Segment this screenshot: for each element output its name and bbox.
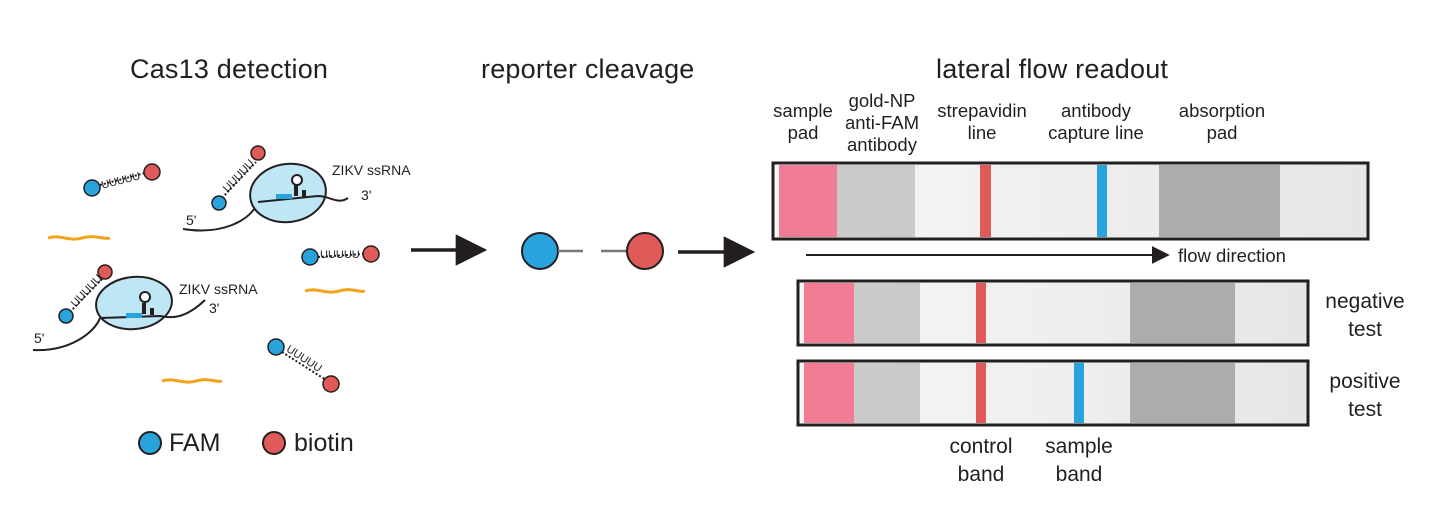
label-reporter-seq: UUUUU: [320, 249, 360, 261]
reporter-free-3: [267, 338, 340, 393]
lateral-flow-strip: [771, 161, 1370, 241]
rna-squiggle: [47, 235, 111, 241]
label-sample-band: sample band: [1045, 435, 1113, 486]
label-control-band: control band: [949, 435, 1013, 486]
label-3prime-top: 3': [361, 187, 372, 203]
label-strepavidin-line: strepavidin line: [937, 100, 1027, 143]
reporter-bound-bottom: [58, 264, 113, 324]
label-absorption-pad: absorption pad: [1178, 100, 1266, 143]
cleaved-reporter: [521, 232, 664, 270]
rna-squiggle: [161, 378, 223, 384]
heading-cas13-detection: Cas13 detection: [130, 54, 329, 84]
label-sample-pad: sample pad: [773, 100, 833, 143]
fam-legend-dot: [138, 431, 162, 455]
cas13-complex-bottom: [32, 275, 206, 352]
biotin-legend-dot: [262, 431, 286, 455]
heading-lateral-flow-readout: lateral flow readout: [936, 54, 1169, 84]
reporter-free-2: [301, 245, 380, 266]
label-5prime-bottom: 5': [34, 330, 45, 346]
reporter-free-1: [83, 163, 161, 197]
positive-test-strip: [796, 359, 1310, 427]
label-positive-test: positive test: [1329, 370, 1401, 421]
label-zikv-ssrna-bottom: ZIKV ssRNA: [179, 281, 258, 297]
label-5prime-top: 5': [186, 212, 197, 228]
negative-test-strip: [796, 279, 1310, 347]
cas13-complex-top: [182, 162, 349, 232]
label-negative-test: negative test: [1325, 290, 1405, 341]
label-gold-np-antibody: gold-NP anti-FAM antibody: [844, 90, 920, 155]
label-flow-direction: flow direction: [1178, 245, 1286, 266]
label-zikv-ssrna-top: ZIKV ssRNA: [332, 162, 411, 178]
heading-reporter-cleavage: reporter cleavage: [481, 54, 695, 84]
legend-biotin-label: biotin: [294, 429, 354, 457]
label-antibody-capture-line: antibody capture line: [1048, 100, 1144, 143]
legend-fam-label: FAM: [169, 429, 221, 457]
label-3prime-bottom: 3': [209, 300, 220, 316]
reporter-bound-top: [211, 145, 266, 211]
rna-squiggle: [304, 288, 366, 294]
